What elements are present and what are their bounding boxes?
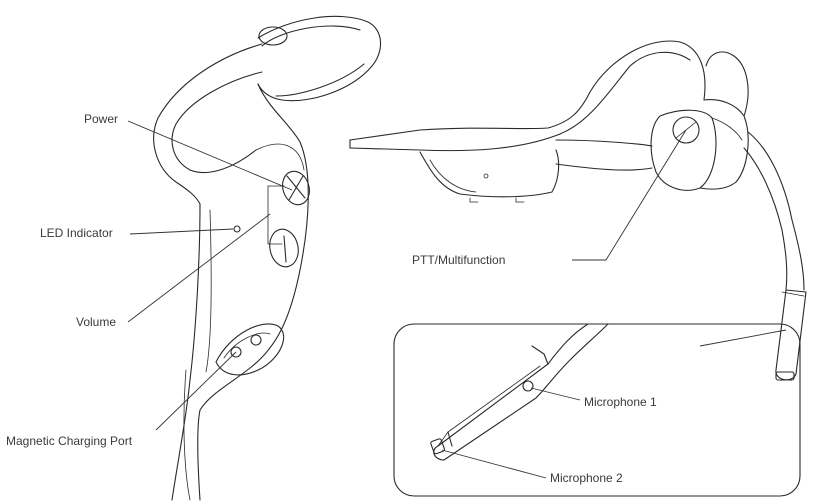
led-indicator-label: LED Indicator xyxy=(40,226,113,240)
headset-side-view xyxy=(153,15,382,501)
volume-leader xyxy=(127,213,271,323)
charging-port-label: Magnetic Charging Port xyxy=(6,434,133,448)
led-leader xyxy=(129,228,234,235)
ptt-leader xyxy=(572,129,687,261)
mic2-leader xyxy=(441,449,547,479)
ptt-label: PTT/Multifunction xyxy=(412,253,505,267)
volume-label: Volume xyxy=(76,315,116,329)
microphone-2-label: Microphone 2 xyxy=(550,471,623,485)
power-label: Power xyxy=(84,112,118,126)
mic1-leader xyxy=(530,387,581,401)
mic-detail-inset xyxy=(393,323,801,497)
microphone-1-label: Microphone 1 xyxy=(584,395,657,409)
power-leader xyxy=(127,120,293,191)
charging-leader xyxy=(155,351,237,431)
headset-front-view xyxy=(349,40,807,381)
